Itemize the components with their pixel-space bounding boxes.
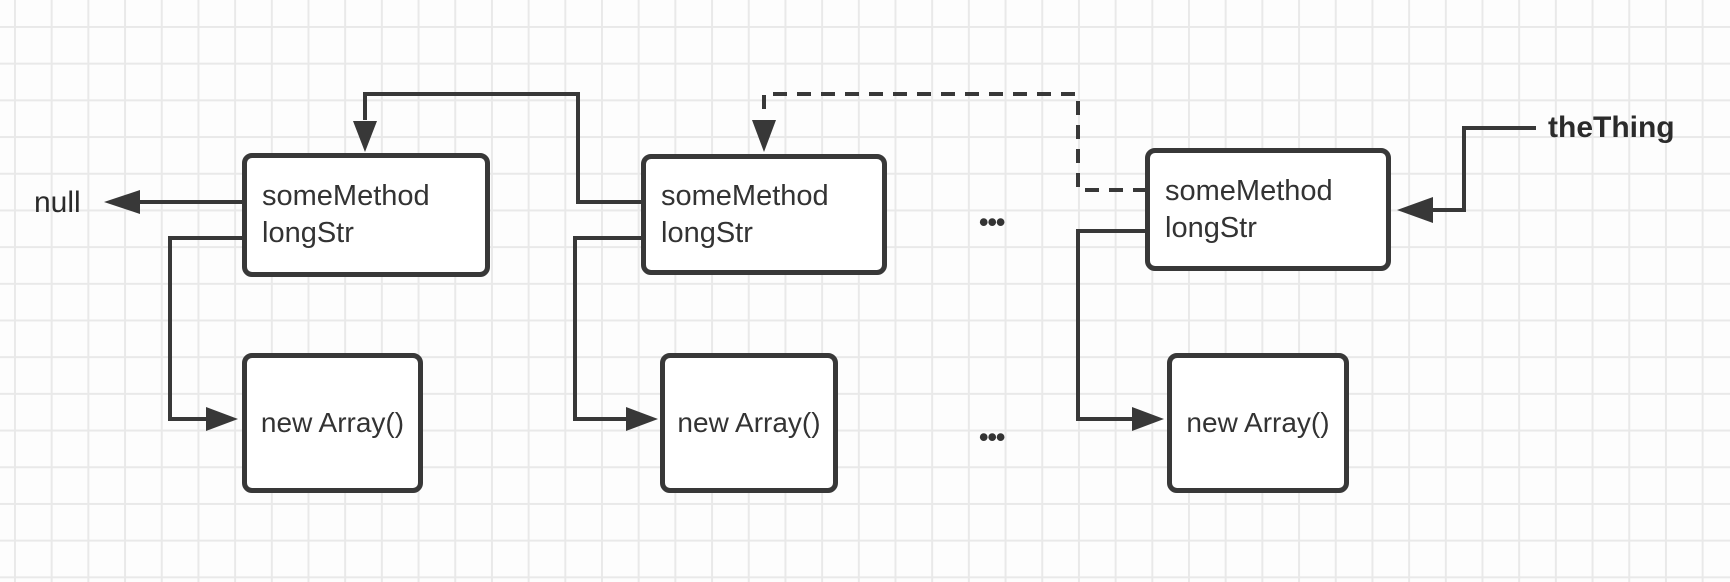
node-3-line-1: someMethod xyxy=(1165,174,1333,207)
connector-node3-to-array3[interactable] xyxy=(1076,229,1164,431)
connector-node1-to-null[interactable] xyxy=(104,190,244,214)
array-1-label: new Array() xyxy=(260,407,405,438)
node-1-line-2: longStr xyxy=(262,217,354,249)
connector-line xyxy=(1432,126,1536,212)
arrowhead-right-icon xyxy=(626,407,658,431)
connector-node2-to-array2[interactable] xyxy=(573,236,658,431)
node-box-1[interactable]: someMethod longStr xyxy=(242,153,490,277)
node-3-line-2: longStr xyxy=(1165,211,1257,244)
connector-line xyxy=(762,92,1147,192)
node-2-line-1: someMethod xyxy=(661,179,829,212)
connector-line xyxy=(168,236,244,421)
connector-line xyxy=(573,236,643,421)
arrowhead-right-icon xyxy=(206,407,238,431)
node-1-line-1: someMethod xyxy=(262,180,430,212)
connector-node3-to-node2-dashed[interactable] xyxy=(752,92,1147,192)
connector-line xyxy=(1076,229,1147,421)
array-box-2[interactable]: new Array() xyxy=(660,353,838,493)
ellipsis-bottom[interactable]: ••• xyxy=(979,422,1005,452)
array-box-1[interactable]: new Array() xyxy=(242,353,423,493)
node-2-line-2: longStr xyxy=(661,216,753,249)
connector-thething-to-node3[interactable] xyxy=(1397,126,1536,223)
connector-line xyxy=(363,92,643,204)
connector-node2-to-node1[interactable] xyxy=(353,92,643,204)
connector-node1-to-array1[interactable] xyxy=(168,236,244,431)
thething-label[interactable]: theThing xyxy=(1548,111,1675,144)
ellipsis-top[interactable]: ••• xyxy=(979,207,1005,237)
arrowhead-left-icon xyxy=(1397,197,1433,223)
arrowhead-down-icon xyxy=(752,120,776,152)
array-2-label: new Array() xyxy=(677,407,821,438)
arrowhead-down-icon xyxy=(353,121,377,152)
null-label[interactable]: null xyxy=(34,186,81,219)
node-box-3[interactable]: someMethod longStr xyxy=(1145,148,1391,271)
array-3-label: new Array() xyxy=(1186,407,1330,438)
arrowhead-right-icon xyxy=(1132,407,1164,431)
node-box-2[interactable]: someMethod longStr xyxy=(641,154,887,275)
array-box-3[interactable]: new Array() xyxy=(1167,353,1349,493)
arrowhead-left-icon xyxy=(104,190,140,214)
